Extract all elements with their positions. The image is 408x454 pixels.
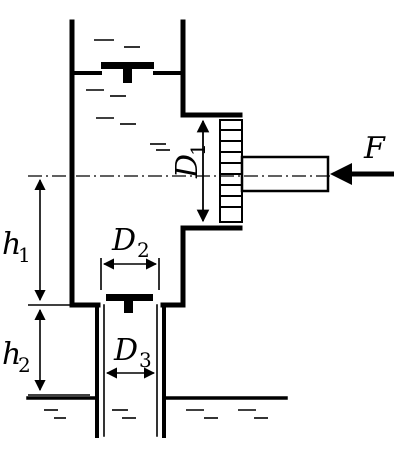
main-vessel bbox=[69, 19, 186, 308]
h2-label-sub: 2 bbox=[18, 353, 31, 377]
d3-label: D 3 bbox=[113, 333, 152, 372]
d3-label-sub: 3 bbox=[139, 348, 152, 372]
side-chamber bbox=[180, 112, 243, 231]
d1-label: D 1 bbox=[170, 143, 210, 179]
piston-rod bbox=[240, 155, 330, 193]
force-label: F bbox=[363, 131, 386, 166]
force-arrow bbox=[330, 163, 394, 185]
lower-valve-stem bbox=[124, 299, 133, 313]
d2-label-sub: 2 bbox=[137, 238, 150, 262]
d3-label-main: D bbox=[113, 333, 138, 368]
top-valve-assembly bbox=[72, 62, 183, 83]
lower-valve-plate bbox=[106, 294, 153, 301]
h2-label: h 2 bbox=[2, 337, 31, 377]
inlet-pipe bbox=[95, 303, 166, 438]
d2-dimension bbox=[100, 258, 160, 290]
top-valve-plate bbox=[101, 62, 154, 69]
d1-label-main: D bbox=[170, 154, 205, 179]
h1-label-main: h bbox=[2, 227, 21, 262]
h1-label-sub: 1 bbox=[18, 243, 31, 267]
d1-label-sub: 1 bbox=[186, 143, 210, 156]
water-marks bbox=[44, 39, 268, 419]
h2-label-main: h bbox=[2, 337, 21, 372]
top-valve-stem bbox=[123, 67, 132, 83]
piston bbox=[219, 119, 330, 223]
d2-label: D 2 bbox=[111, 223, 150, 262]
h1-label: h 1 bbox=[2, 227, 31, 267]
lower-valve-assembly bbox=[106, 294, 153, 313]
d2-label-main: D bbox=[111, 223, 136, 258]
height-dimensions bbox=[28, 178, 90, 396]
